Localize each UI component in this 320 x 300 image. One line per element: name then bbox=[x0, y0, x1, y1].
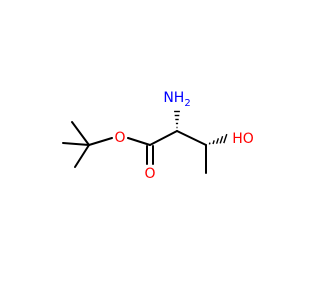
bond-carbonyl-alpha bbox=[149, 130, 178, 146]
atom-amine-subscript: 2 bbox=[184, 98, 190, 109]
atom-hydroxyl: HO bbox=[232, 131, 254, 147]
bond-tbutyl-oxygen bbox=[88, 137, 113, 146]
atom-carbonyl-oxygen: O bbox=[144, 166, 155, 182]
bond-oxygen-carbonyl bbox=[127, 137, 151, 146]
atom-amine-text: NH bbox=[163, 90, 184, 106]
hashed-wedge-alpha-amine bbox=[174, 110, 180, 129]
atom-ester-oxygen: O bbox=[114, 130, 125, 146]
bond-alpha-beta bbox=[176, 130, 207, 146]
molecule-structure: O O NH2 HO bbox=[62, 90, 254, 182]
atom-amine: NH2 bbox=[163, 90, 190, 109]
hashed-wedge-beta-hydroxyl bbox=[208, 133, 228, 145]
bond-tbutyl-methyl-top bbox=[71, 121, 90, 146]
bond-tbutyl-methyl-left bbox=[62, 142, 90, 146]
bond-tbutyl-methyl-bottom bbox=[74, 144, 90, 168]
